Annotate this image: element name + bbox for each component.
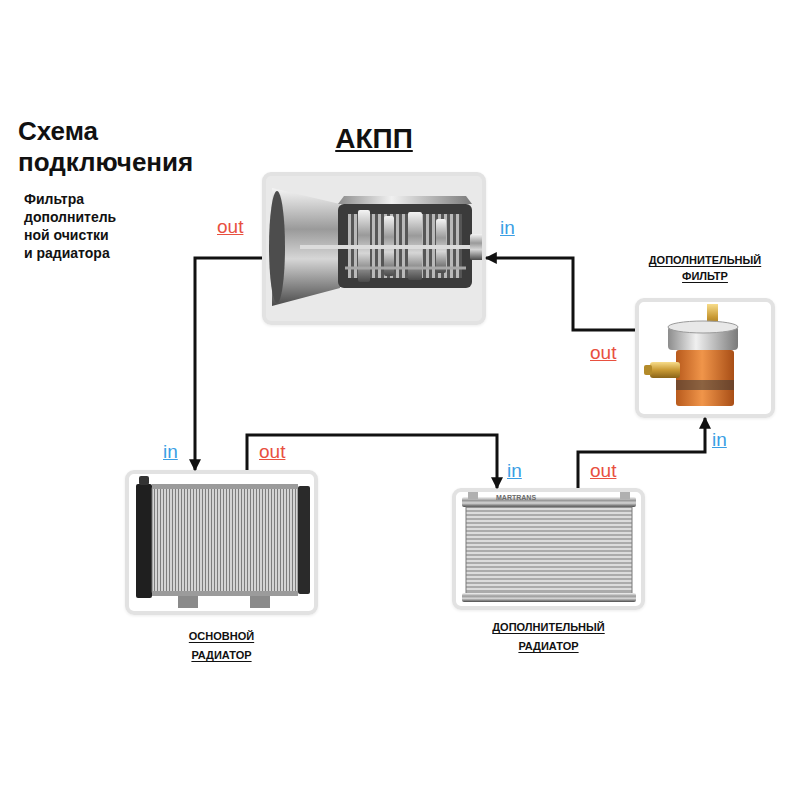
cooler-fitting — [468, 491, 478, 499]
cooler-tank — [462, 497, 636, 507]
brand-watermark: MARTRANS — [496, 494, 536, 502]
port-label: in — [163, 440, 178, 463]
radiator-cap — [139, 476, 149, 485]
main-radiator-illustration — [127, 472, 316, 613]
subtitle: Фильтра дополнитель ной очистки и радиат… — [24, 190, 120, 262]
gearbox-illustration — [264, 174, 484, 323]
port-label: out — [590, 341, 616, 364]
diagram-title: Схема подключения — [18, 116, 228, 178]
filter-head-top — [668, 321, 738, 333]
gearbox-background — [264, 174, 484, 323]
cooler-core — [466, 507, 632, 593]
filter-band — [676, 380, 734, 390]
radiator-core — [152, 488, 298, 592]
radiator-frame — [152, 591, 298, 596]
port-label: in — [712, 428, 727, 451]
gearbox-heading: АКПП — [262, 122, 486, 156]
cooler-background — [454, 490, 643, 608]
cooler-tank — [462, 593, 636, 602]
output-flange — [470, 234, 484, 260]
bell-opening — [269, 191, 285, 303]
oil-cooler-illustration — [454, 490, 643, 608]
port-label: out — [259, 440, 285, 463]
brass-fitting — [650, 362, 680, 378]
flow-arrow — [195, 258, 262, 470]
port-label: in — [500, 216, 515, 239]
filter-body — [676, 350, 734, 406]
flow-arrow — [247, 435, 497, 488]
filter-box: ДОПОЛНИТЕЛЬНЫЙ ФИЛЬТР — [635, 298, 775, 418]
port-label: in — [507, 459, 522, 482]
radiator-tank — [136, 484, 152, 598]
counter-shaft — [345, 267, 466, 270]
cooler-fitting — [620, 491, 630, 499]
main-shaft — [300, 245, 484, 249]
flow-arrow — [578, 418, 705, 488]
oil-cooler-caption: ДОПОЛНИТЕЛЬНЫЙ РАДИАТОР — [479, 618, 619, 656]
case-cover — [338, 196, 472, 204]
radiator-caption: ОСНОВНОЙ РАДИАТОР — [162, 627, 282, 665]
radiator-foot — [250, 596, 270, 608]
port-label: out — [590, 459, 616, 482]
filter-illustration — [637, 300, 773, 416]
radiator-box: ОСНОВНОЙ РАДИАТОР — [125, 470, 318, 615]
radiator-foot — [178, 596, 198, 608]
filter-heading: ДОПОЛНИТЕЛЬНЫЙ ФИЛЬТР — [635, 252, 775, 284]
gearbox-box: АКПП — [262, 172, 486, 325]
radiator-tank — [298, 486, 310, 594]
radiator-frame — [152, 484, 298, 489]
port-label: out — [217, 215, 243, 238]
filter-background — [637, 300, 773, 416]
radiator-background — [127, 472, 316, 613]
brass-fitting-end — [644, 365, 652, 375]
oil-cooler-box: ДОПОЛНИТЕЛЬНЫЙ РАДИАТОР — [452, 488, 645, 610]
flow-arrow — [486, 258, 635, 330]
